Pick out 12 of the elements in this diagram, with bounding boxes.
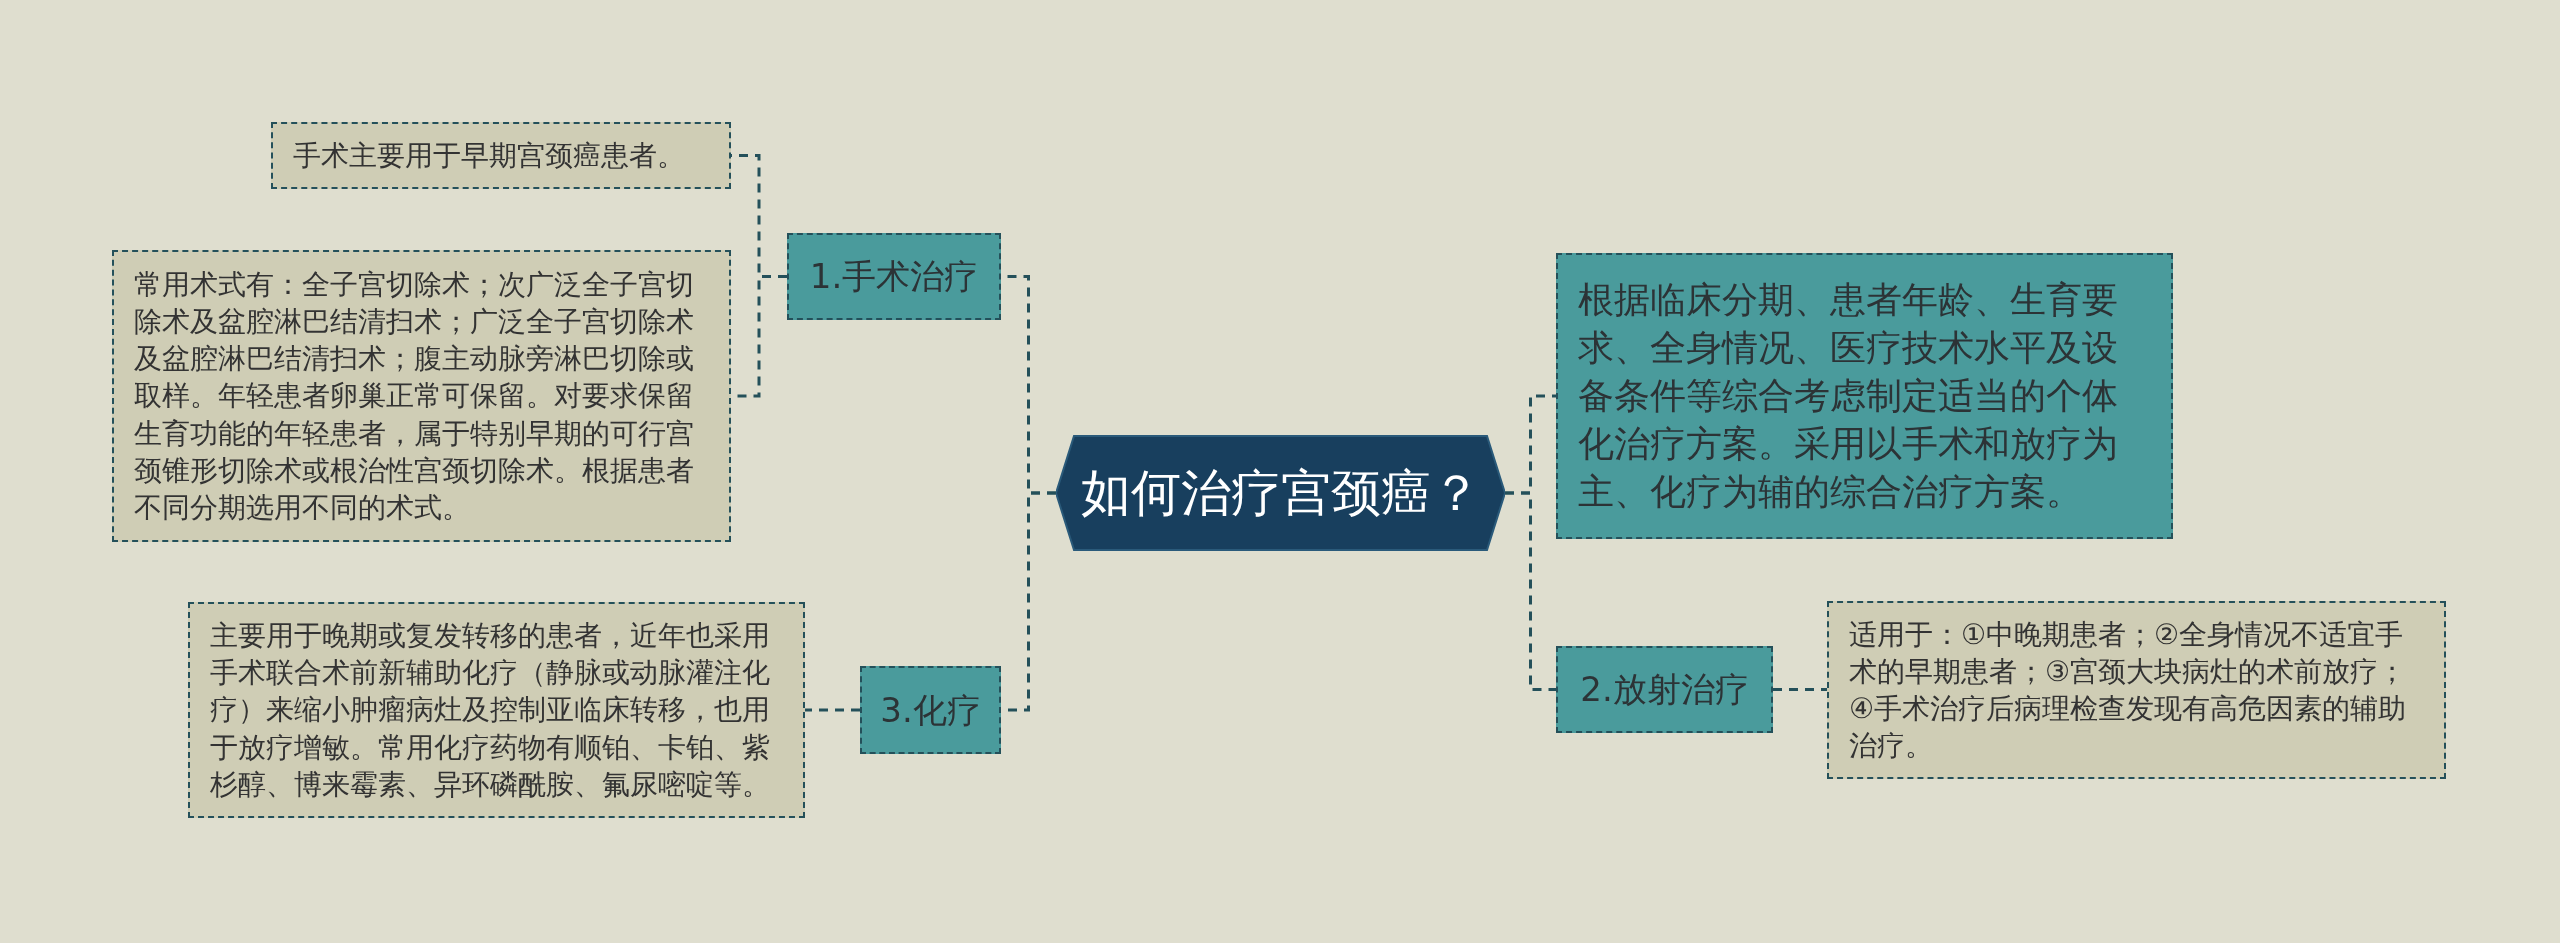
branch-box: 1.手术治疗 [787,233,1001,320]
note-box: 主要用于晚期或复发转移的患者，近年也采用手术联合术前新辅助化疗（静脉或动脉灌注化疗）来缩小肿瘤病灶及控制亚临床转移，也用于放疗增敏。常用化疗药物有顺铂、卡铂、紫杉醇、博来霉素、异环磷酰胺、氟尿嘧啶等。 [188,602,805,818]
branch-box: 2.放射治疗 [1556,646,1773,733]
note-box: 手术主要用于早期宫颈癌患者。 [271,122,731,189]
connector-line [1773,688,1827,691]
summary-box: 根据临床分期、患者年龄、生育要求、全身情况、医疗技术水平及设备条件等综合考虑制定适当的个体化治疗方案。采用以手术和放疗为主、化疗为辅的综合治疗方案。 [1556,253,2173,539]
topic-hexagon: 如何治疗宫颈癌？ [1056,434,1505,552]
note-box: 适用于：①中晚期患者；②全身情况不适宜手术的早期患者；③宫颈大块病灶的术前放疗；④手术治疗后病理检查发现有高危因素的辅助治疗。 [1827,601,2446,779]
connector-line [1505,491,1556,691]
branch-box: 3.化疗 [860,666,1001,754]
connector-line [805,708,860,712]
note-box: 常用术式有：全子宫切除术；次广泛全子宫切除术及盆腔淋巴结清扫术；广泛全子宫切除术及盆腔淋巴结清扫术；腹主动脉旁淋巴切除或取样。年轻患者卵巢正常可保留。对要求保留生育功能的年轻患者，属于特别早期的可行宫颈锥形切除术或根治性宫颈切除术。根据患者不同分期选用不同的术式。 [112,250,731,542]
